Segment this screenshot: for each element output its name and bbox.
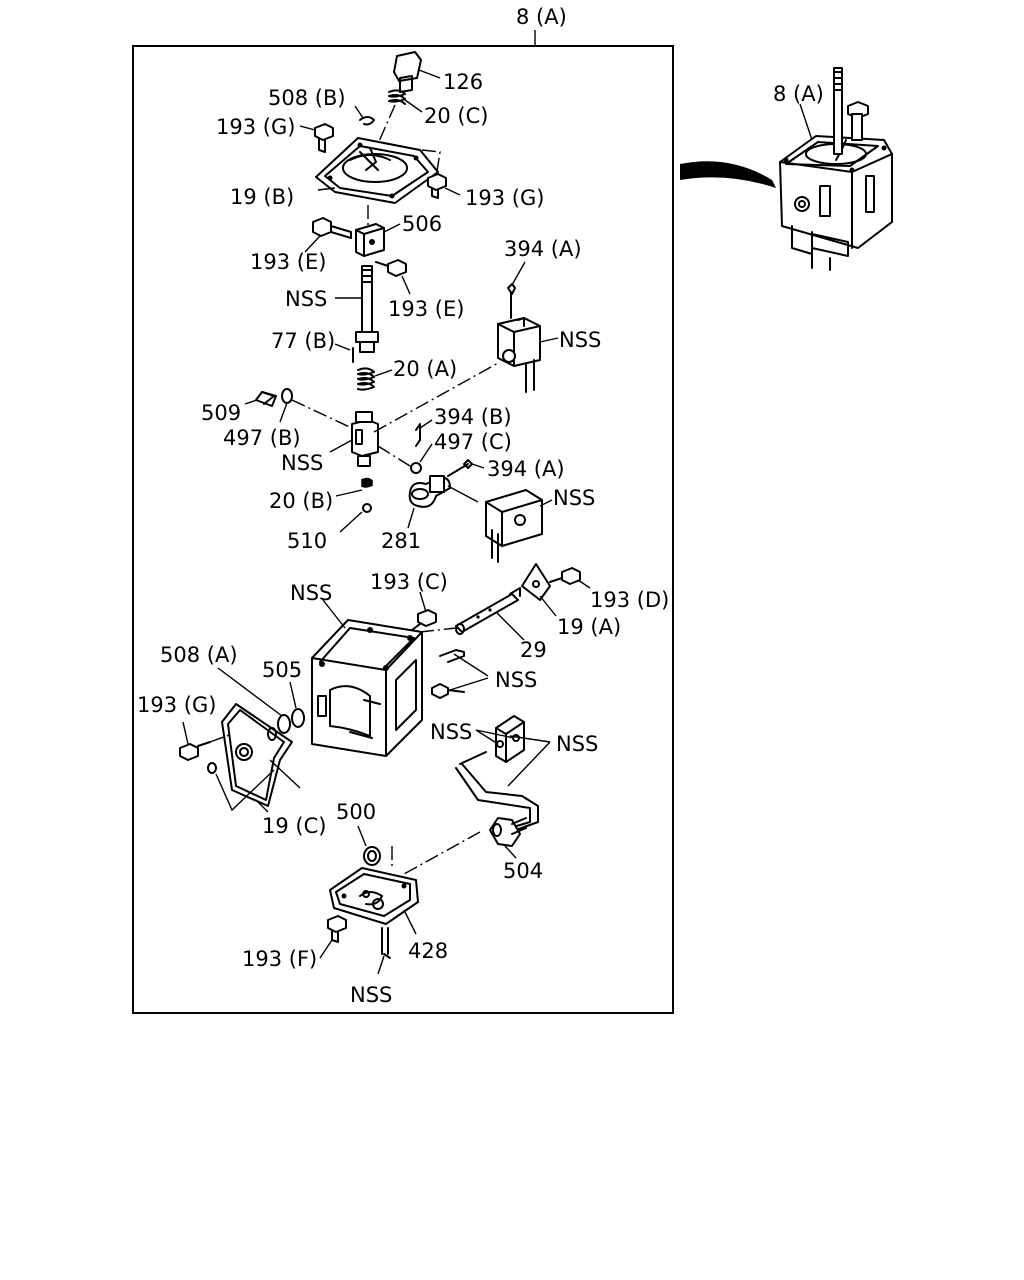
label-193f: 193 (F): [242, 947, 317, 971]
bolt-193g-bottom: [179, 741, 211, 761]
spring-20a: [357, 367, 375, 391]
label-nss-housing: NSS: [290, 581, 332, 605]
label-nss-switch-top: NSS: [559, 328, 601, 352]
shift-shaft: [355, 265, 379, 353]
switch-mid: [485, 489, 543, 563]
label-428: 428: [408, 939, 448, 963]
bolt-193g-top: [314, 123, 334, 153]
spring-20b: [361, 477, 373, 488]
label-497c: 497 (C): [434, 430, 512, 454]
wire-linkage: [455, 751, 539, 831]
label-193c: 193 (C): [370, 570, 448, 594]
pin-509: [255, 391, 277, 407]
gear-housing: [311, 619, 423, 757]
label-193e-right: 193 (E): [388, 297, 464, 321]
ball-510: [362, 503, 372, 513]
washer-497c: [410, 462, 422, 474]
label-497b: 497 (B): [223, 426, 301, 450]
label-193g-top: 193 (G): [216, 115, 295, 139]
side-cover-19c: [207, 703, 293, 807]
label-193g-bottom: 193 (G): [137, 693, 216, 717]
nss-clip-bracket: [495, 715, 525, 763]
label-nss-pin: NSS: [350, 983, 392, 1007]
oring-505: [291, 708, 305, 728]
base-plate-428: [329, 867, 419, 925]
snap-508a: [277, 714, 291, 734]
shaft-29: [455, 587, 521, 635]
label-29: 29: [520, 638, 547, 662]
label-nss-block: NSS: [281, 451, 323, 475]
bolt-193c: [411, 609, 437, 631]
label-193d: 193 (D): [590, 588, 669, 612]
label-20b: 20 (B): [269, 489, 333, 513]
ring-500: [363, 846, 381, 866]
bolt-193e-left: [312, 217, 352, 239]
label-193e-left: 193 (E): [250, 250, 326, 274]
assembly-inset-drawing: [779, 67, 893, 271]
bolt-193f: [327, 915, 347, 943]
shift-block: [351, 411, 379, 467]
label-nss-bolt: NSS: [495, 668, 537, 692]
rod-394a-mid: [447, 459, 473, 477]
washer-497b: [281, 388, 293, 404]
label-281: 281: [381, 529, 421, 553]
clip-508b: [359, 116, 375, 126]
bolt-193g-right: [427, 173, 447, 199]
label-assembly-main: 8 (A): [516, 5, 567, 29]
label-nss-clip-right: NSS: [556, 732, 598, 756]
bolt-126: [393, 51, 422, 93]
label-500: 500: [336, 800, 376, 824]
label-77b: 77 (B): [271, 329, 335, 353]
label-19a: 19 (A): [557, 615, 621, 639]
label-20a: 20 (A): [393, 357, 457, 381]
label-nss-shaft: NSS: [285, 287, 327, 311]
bolt-193d: [549, 567, 581, 585]
switch-top: [497, 317, 541, 393]
label-nss-switch-mid: NSS: [553, 486, 595, 510]
clip-394b: [415, 423, 421, 447]
label-193g-right: 193 (G): [465, 186, 544, 210]
spring-20c: [388, 89, 406, 105]
label-394a-mid: 394 (A): [487, 457, 565, 481]
gasket-19a: [521, 563, 551, 601]
bolt-193e-right: [375, 259, 407, 277]
label-19c: 19 (C): [262, 814, 326, 838]
label-nss-clip-left: NSS: [430, 720, 472, 744]
nss-pin-bottom: [381, 927, 391, 959]
pointer-arrow: [680, 161, 776, 188]
label-126: 126: [443, 70, 483, 94]
label-394b: 394 (B): [434, 405, 512, 429]
cover-plate-19b: [315, 137, 439, 204]
label-506: 506: [402, 212, 442, 236]
label-20c: 20 (C): [424, 104, 488, 128]
label-510: 510: [287, 529, 327, 553]
label-509: 509: [201, 401, 241, 425]
lever-281: [408, 475, 451, 508]
label-508a: 508 (A): [160, 643, 238, 667]
label-505: 505: [262, 658, 302, 682]
label-19b: 19 (B): [230, 185, 294, 209]
block-506: [355, 223, 385, 257]
label-504: 504: [503, 859, 543, 883]
diagram-frame: [132, 45, 674, 1014]
label-508b: 508 (B): [268, 86, 346, 110]
label-assembly-inset: 8 (A): [773, 82, 824, 106]
adjuster-504: [489, 817, 527, 847]
label-394a-top: 394 (A): [504, 237, 582, 261]
